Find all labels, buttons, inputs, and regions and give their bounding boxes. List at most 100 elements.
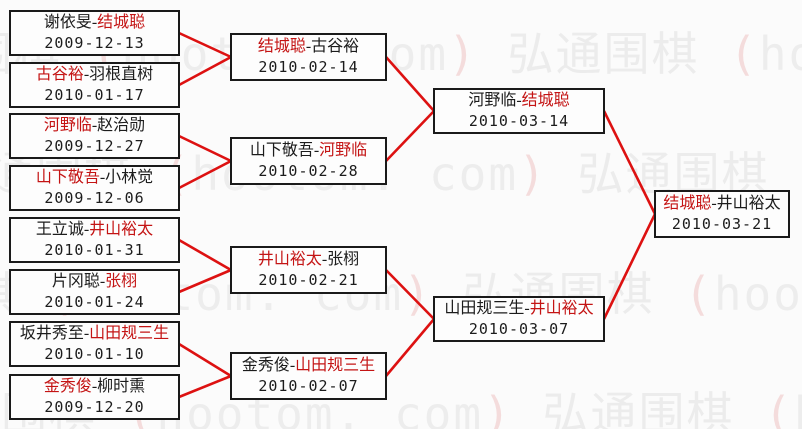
match-date: 2010-02-07	[258, 377, 359, 395]
match-box-round-2-3: 井山裕太-张栩 2010-02-21	[230, 246, 387, 294]
player2-name: 柳时熏	[97, 378, 146, 395]
watermark-paren-open: (	[764, 387, 794, 429]
players-separator: -	[91, 14, 98, 31]
watermark-brand: 弘通围棋	[542, 387, 735, 429]
match-date: 2010-01-10	[44, 345, 145, 363]
match-box-round-1-8: 金秀俊-柳时熏 2009-12-20	[9, 374, 180, 420]
player1-name: 片冈聪	[51, 273, 100, 290]
match-date: 2009-12-20	[44, 398, 145, 416]
player1-name: 金秀俊	[43, 378, 92, 395]
match-date: 2009-12-27	[44, 137, 145, 155]
match-date: 2009-12-06	[44, 189, 145, 207]
match-date: 2010-01-24	[44, 293, 145, 311]
match-date: 2010-03-07	[468, 320, 570, 338]
match-date: 2010-02-21	[258, 271, 359, 289]
player1-name: 井山裕太	[257, 251, 322, 268]
players-separator: -	[516, 92, 522, 109]
players-separator: -	[91, 378, 98, 395]
match-box-round-2-2: 山下敬吾-河野临 2010-02-28	[230, 137, 387, 185]
match-players: 结城聪-古谷裕	[258, 36, 359, 57]
watermark-paren-open: (	[799, 147, 802, 201]
player1-name: 王立诚	[35, 221, 84, 238]
match-date: 2009-12-13	[44, 34, 145, 52]
match-box-round-1-3: 河野临-赵治勋 2009-12-27	[9, 113, 180, 159]
match-box-round-2-1: 结城聪-古谷裕 2010-02-14	[230, 33, 387, 81]
match-players: 河野临-赵治勋	[44, 115, 145, 136]
watermark-site: hootom. com	[713, 267, 802, 321]
match-box-semifinal-1: 河野临-结城聪 2010-03-14	[433, 88, 605, 134]
player2-name: 羽根直树	[89, 66, 154, 83]
players-separator: -	[83, 221, 90, 238]
match-date: 2010-03-21	[671, 215, 773, 233]
watermark-site: hootom. com	[758, 27, 802, 81]
players-separator: -	[524, 300, 530, 317]
player1-name: 河野临	[43, 117, 92, 134]
player2-name: 河野临	[319, 142, 368, 159]
match-date: 2010-01-17	[44, 86, 145, 104]
match-players: 山下敬吾-小林觉	[36, 167, 153, 188]
player2-name: 张栩	[105, 273, 138, 290]
match-players: 结城聪-井山裕太	[663, 193, 780, 214]
match-players: 坂井秀至-山田规三生	[20, 323, 169, 344]
player2-name: 井山裕太	[89, 221, 154, 238]
players-separator: -	[83, 325, 90, 342]
players-separator: -	[99, 273, 106, 290]
players-separator: -	[289, 357, 296, 374]
match-date: 2010-02-14	[258, 58, 359, 76]
match-players: 片冈聪-张栩	[52, 271, 137, 292]
match-date: 2010-03-14	[468, 112, 570, 130]
match-players: 山下敬吾-河野临	[250, 140, 367, 161]
player2-name: 张栩	[327, 251, 360, 268]
match-box-round-1-7: 坂井秀至-山田规三生 2010-01-10	[9, 321, 180, 367]
watermark-paren-open: (	[684, 267, 714, 321]
match-box-final-1: 结城聪-井山裕太 2010-03-21	[654, 190, 790, 238]
player1-name: 坂井秀至	[19, 325, 84, 342]
match-date: 2010-02-28	[258, 162, 359, 180]
player1-name: 山田规三生	[444, 300, 525, 317]
player1-name: 结城聪	[257, 38, 306, 55]
player1-name: 山下敬吾	[249, 142, 314, 159]
match-date: 2010-01-31	[44, 241, 145, 259]
watermark-brand: 弘通围棋	[507, 27, 700, 81]
match-box-round-2-4: 金秀俊-山田规三生 2010-02-07	[230, 352, 387, 400]
players-separator: -	[91, 117, 98, 134]
match-players: 金秀俊-柳时熏	[44, 376, 145, 397]
player2-name: 山田规三生	[295, 357, 376, 374]
players-separator: -	[99, 169, 106, 186]
player2-name: 赵治勋	[97, 117, 146, 134]
players-separator: -	[711, 195, 717, 212]
player2-name: 山田规三生	[89, 325, 170, 342]
players-separator: -	[305, 38, 312, 55]
watermark-unit: 弘通围棋 (hootom. com)	[542, 387, 802, 429]
player2-name: 结城聪	[521, 92, 570, 109]
watermark-paren-close: )	[518, 147, 548, 201]
player1-name: 结城聪	[663, 195, 712, 212]
match-box-round-1-6: 片冈聪-张栩 2010-01-24	[9, 269, 180, 315]
player1-name: 河野临	[468, 92, 517, 109]
player2-name: 结城聪	[97, 14, 146, 31]
match-players: 井山裕太-张栩	[258, 249, 359, 270]
match-players: 山田规三生-井山裕太	[444, 298, 593, 319]
match-box-round-1-5: 王立诚-井山裕太 2010-01-31	[9, 217, 180, 263]
match-box-round-1-2: 古谷裕-羽根直树 2010-01-17	[9, 62, 180, 108]
player1-name: 古谷裕	[35, 66, 84, 83]
match-players: 金秀俊-山田规三生	[242, 355, 375, 376]
watermark-paren-open: (	[729, 27, 759, 81]
match-players: 河野临-结城聪	[468, 90, 569, 111]
watermark-site: hootom. com	[794, 387, 802, 429]
player1-name: 金秀俊	[241, 357, 290, 374]
player1-name: 谢依旻	[43, 14, 92, 31]
player2-name: 井山裕太	[716, 195, 781, 212]
match-players: 王立诚-井山裕太	[36, 219, 153, 240]
match-box-round-1-1: 谢依旻-结城聪 2009-12-13	[9, 10, 180, 56]
player2-name: 井山裕太	[529, 300, 594, 317]
match-players: 古谷裕-羽根直树	[36, 64, 153, 85]
player1-name: 山下敬吾	[35, 169, 100, 186]
match-players: 谢依旻-结城聪	[44, 12, 145, 33]
match-box-semifinal-2: 山田规三生-井山裕太 2010-03-07	[433, 296, 605, 342]
players-separator: -	[313, 142, 320, 159]
player2-name: 小林觉	[105, 169, 154, 186]
watermark-paren-close: )	[448, 27, 478, 81]
